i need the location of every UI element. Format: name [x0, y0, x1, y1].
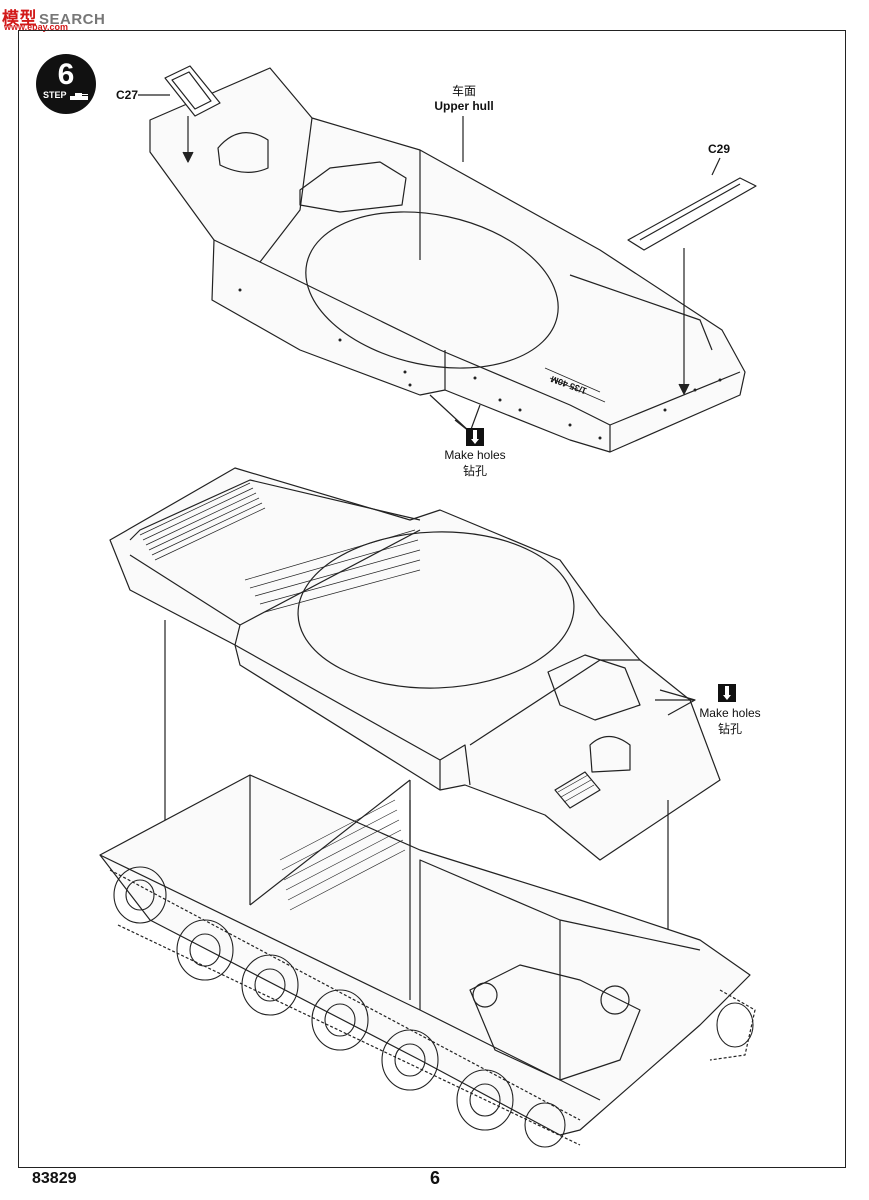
make-holes-cn-1: 钻孔: [462, 464, 487, 478]
part-c29-shape: [627, 177, 757, 251]
make-holes-label-1: Make holes 钻孔: [436, 448, 514, 479]
footer-code: 83829: [32, 1170, 77, 1187]
drill-icon: [466, 428, 484, 446]
turret-ring-upper: [305, 211, 559, 369]
watermark-url: www.ebay.com: [4, 22, 69, 32]
track-lower: [117, 924, 581, 1146]
step-badge: 6 STEP: [36, 54, 96, 114]
tank-icon: [70, 93, 88, 100]
upper-hull-cn: 车面: [451, 84, 476, 98]
upper-hull-label: 车面 Upper hull: [420, 82, 508, 113]
upper-hull-en: Upper hull: [434, 99, 494, 113]
page-number: 6: [430, 1168, 441, 1188]
step-number: 6: [57, 58, 75, 91]
part-label-c27: C27: [116, 88, 139, 102]
part-label-c29: C29: [708, 142, 731, 156]
upper-hull-assembled: [109, 467, 721, 861]
make-holes-en-2: Make holes: [699, 706, 761, 720]
watermark-site: SEARCH: [39, 11, 106, 28]
make-holes-en-1: Make holes: [444, 448, 506, 462]
chassis-outline: [99, 774, 751, 1136]
turret-ring-assembled: [297, 531, 575, 689]
watermark-cn: 模型: [2, 9, 37, 28]
upper-hull-outline: [149, 67, 746, 453]
step-label: STEP: [43, 90, 67, 100]
make-holes-cn-2: 钻孔: [717, 722, 742, 736]
page-frame: [18, 30, 846, 1168]
drill-icon: [718, 684, 736, 702]
track-upper: [109, 869, 581, 1121]
make-holes-label-2: Make holes 钻孔: [692, 706, 768, 737]
